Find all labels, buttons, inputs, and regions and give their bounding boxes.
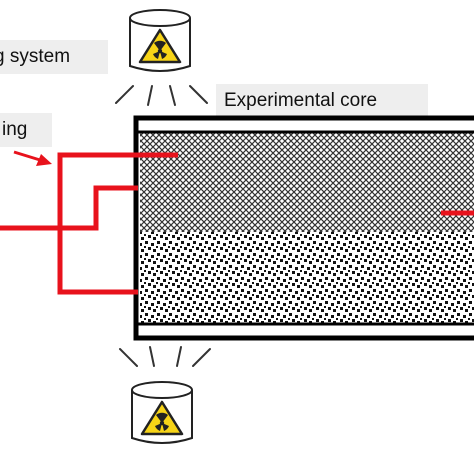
top-emission-rays <box>115 85 208 106</box>
system-label-box: g system <box>0 40 108 74</box>
injection-pipes <box>0 152 474 295</box>
injection-label: ing <box>2 119 28 140</box>
system-label: g system <box>0 46 71 67</box>
bottom-radiation-source-icon <box>130 380 194 445</box>
injection-arrow-icon <box>13 150 52 166</box>
lower-layer <box>140 232 474 324</box>
bottom-emission-rays <box>119 346 211 367</box>
injection-label-box: ing <box>0 113 52 147</box>
experimental-core <box>133 115 474 341</box>
upper-layer <box>140 132 474 232</box>
core-label: Experimental core <box>224 90 378 111</box>
top-radiation-source-icon <box>128 8 192 73</box>
core-label-box: Experimental core <box>216 84 428 118</box>
